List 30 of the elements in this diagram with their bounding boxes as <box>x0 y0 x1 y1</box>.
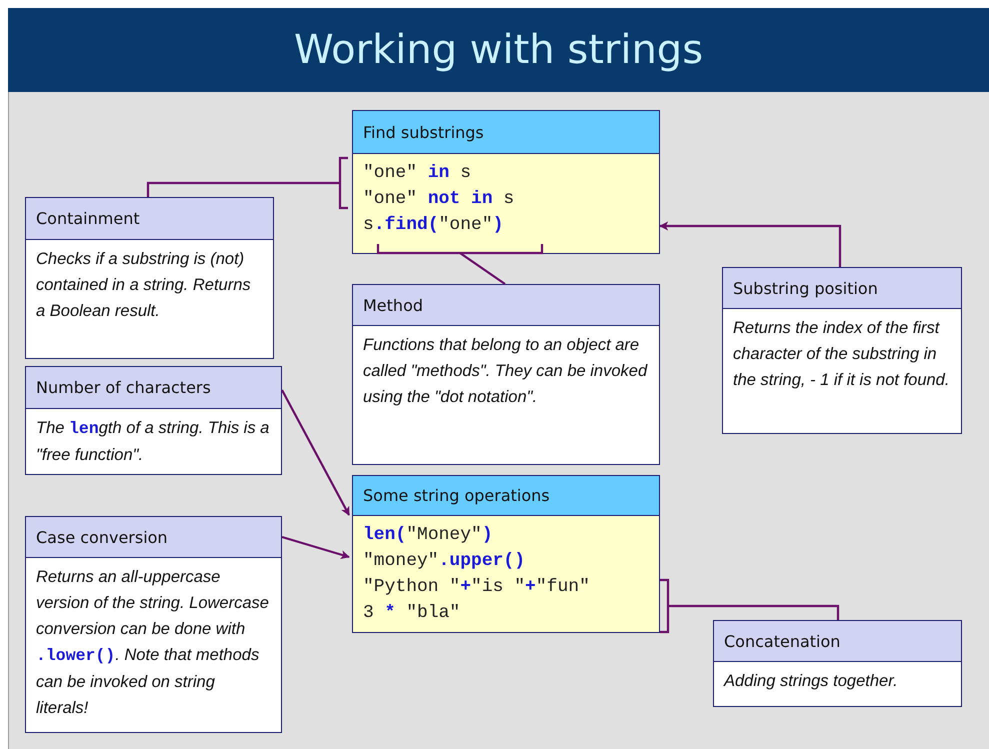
description-text: Returns an all-uppercase version of the string. Lowercase conversion can be done with .lower(). Note that methods can be invoked on string literals! <box>36 567 270 719</box>
code-box <box>352 475 660 633</box>
code-line: 3 * "bla" <box>363 602 462 625</box>
code-line: len("Money") <box>363 524 494 547</box>
note-box <box>352 284 660 465</box>
description-text: Checks if a substring is (not) contained in a string. Returns a Boolean result. <box>36 249 252 322</box>
description-text: The length of a string. This is a "free function". <box>36 418 270 466</box>
code-line: s.find("one") <box>363 214 504 237</box>
note-box <box>25 366 282 475</box>
description-text: Returns the index of the first character of the substring in the string, - 1 if it is not found. <box>733 318 950 391</box>
description-text: Adding strings together. <box>724 671 899 692</box>
code-line: "Python "+"is "+"fun" <box>363 576 591 599</box>
code-line: "money".upper() <box>363 550 526 573</box>
code-box <box>352 110 660 254</box>
box-heading: Some string operations <box>353 476 659 516</box>
box-heading: Number of characters <box>26 367 281 409</box>
note-box <box>722 267 962 434</box>
box-heading: Find substrings <box>353 111 659 154</box>
box-heading: Case conversion <box>26 517 281 558</box>
box-heading: Concatenation <box>714 621 961 662</box>
box-heading: Substring position <box>723 268 961 309</box>
code-line: "one" not in s <box>363 188 516 211</box>
title-banner: Working with strings <box>8 8 989 92</box>
box-heading: Method <box>353 285 659 326</box>
description-text: Functions that belong to an object are called "methods". They can be invoked using the "dot notation". <box>363 335 648 408</box>
note-box <box>713 620 962 707</box>
code-line: "one" in s <box>363 162 472 185</box>
box-heading: Containment <box>26 198 273 240</box>
note-box <box>25 516 282 733</box>
note-box <box>25 197 274 359</box>
